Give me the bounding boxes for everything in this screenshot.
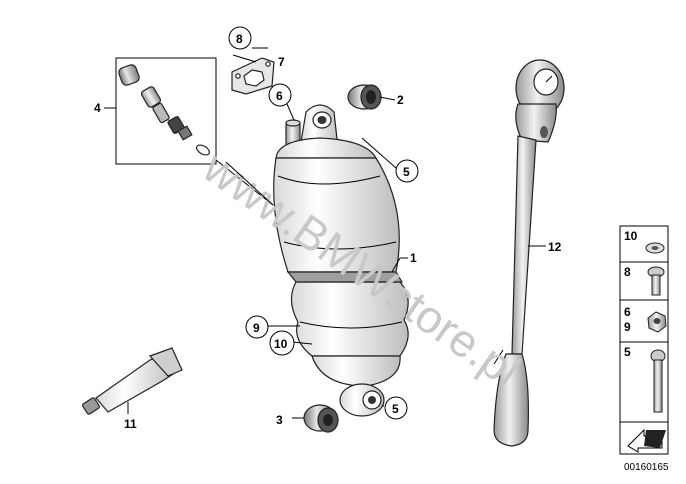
svg-text:6: 6 — [276, 89, 283, 103]
grease-tube-part — [82, 347, 183, 415]
legend-row-nut: 6 9 — [624, 305, 667, 334]
svg-text:12: 12 — [548, 240, 562, 254]
callout-2: 2 — [397, 93, 404, 107]
callout-8: 8 — [228, 26, 252, 50]
callout-6: 6 — [268, 83, 292, 107]
svg-text:9: 9 — [624, 320, 631, 334]
bushing-top-part — [347, 84, 382, 110]
document-id: 00160165 — [624, 462, 669, 473]
svg-text:3: 3 — [276, 413, 283, 427]
svg-text:6: 6 — [624, 305, 631, 319]
bushing-bottom-part — [303, 404, 339, 433]
air-spring-part — [273, 104, 409, 417]
fastener-legend: 10 8 6 9 5 — [619, 225, 669, 455]
svg-text:8: 8 — [236, 32, 243, 46]
svg-text:5: 5 — [403, 165, 410, 179]
callout-4: 4 — [94, 101, 101, 115]
callout-9: 9 — [245, 315, 269, 339]
svg-text:2: 2 — [397, 93, 404, 107]
arrow-icon — [627, 428, 666, 453]
callout-5-upper: 5 — [395, 159, 419, 183]
pressure-tool-part — [493, 59, 565, 447]
callout-10: 10 — [269, 330, 295, 356]
svg-text:5: 5 — [392, 402, 399, 416]
callout-1: 1 — [410, 251, 417, 265]
callout-12: 12 — [548, 240, 562, 254]
callout-11: 11 — [124, 417, 137, 431]
svg-text:4: 4 — [94, 101, 101, 115]
callout-5-lower: 5 — [384, 396, 408, 420]
svg-text:10: 10 — [274, 337, 288, 351]
svg-text:11: 11 — [124, 417, 137, 431]
callout-7: 7 — [278, 55, 285, 69]
svg-text:8: 8 — [624, 265, 631, 279]
gasket-part — [231, 57, 275, 95]
valve-assembly-part — [115, 57, 274, 206]
legend-row-washer: 10 — [624, 229, 665, 254]
callout-3: 3 — [276, 413, 283, 427]
legend-row-bolt-short: 8 — [624, 265, 665, 296]
svg-text:1: 1 — [410, 251, 417, 265]
svg-text:7: 7 — [278, 55, 285, 69]
svg-text:10: 10 — [624, 229, 638, 243]
svg-text:9: 9 — [253, 321, 260, 335]
svg-text:5: 5 — [624, 345, 631, 359]
legend-row-bolt-long: 5 — [624, 345, 666, 413]
leader-lines — [104, 47, 546, 419]
